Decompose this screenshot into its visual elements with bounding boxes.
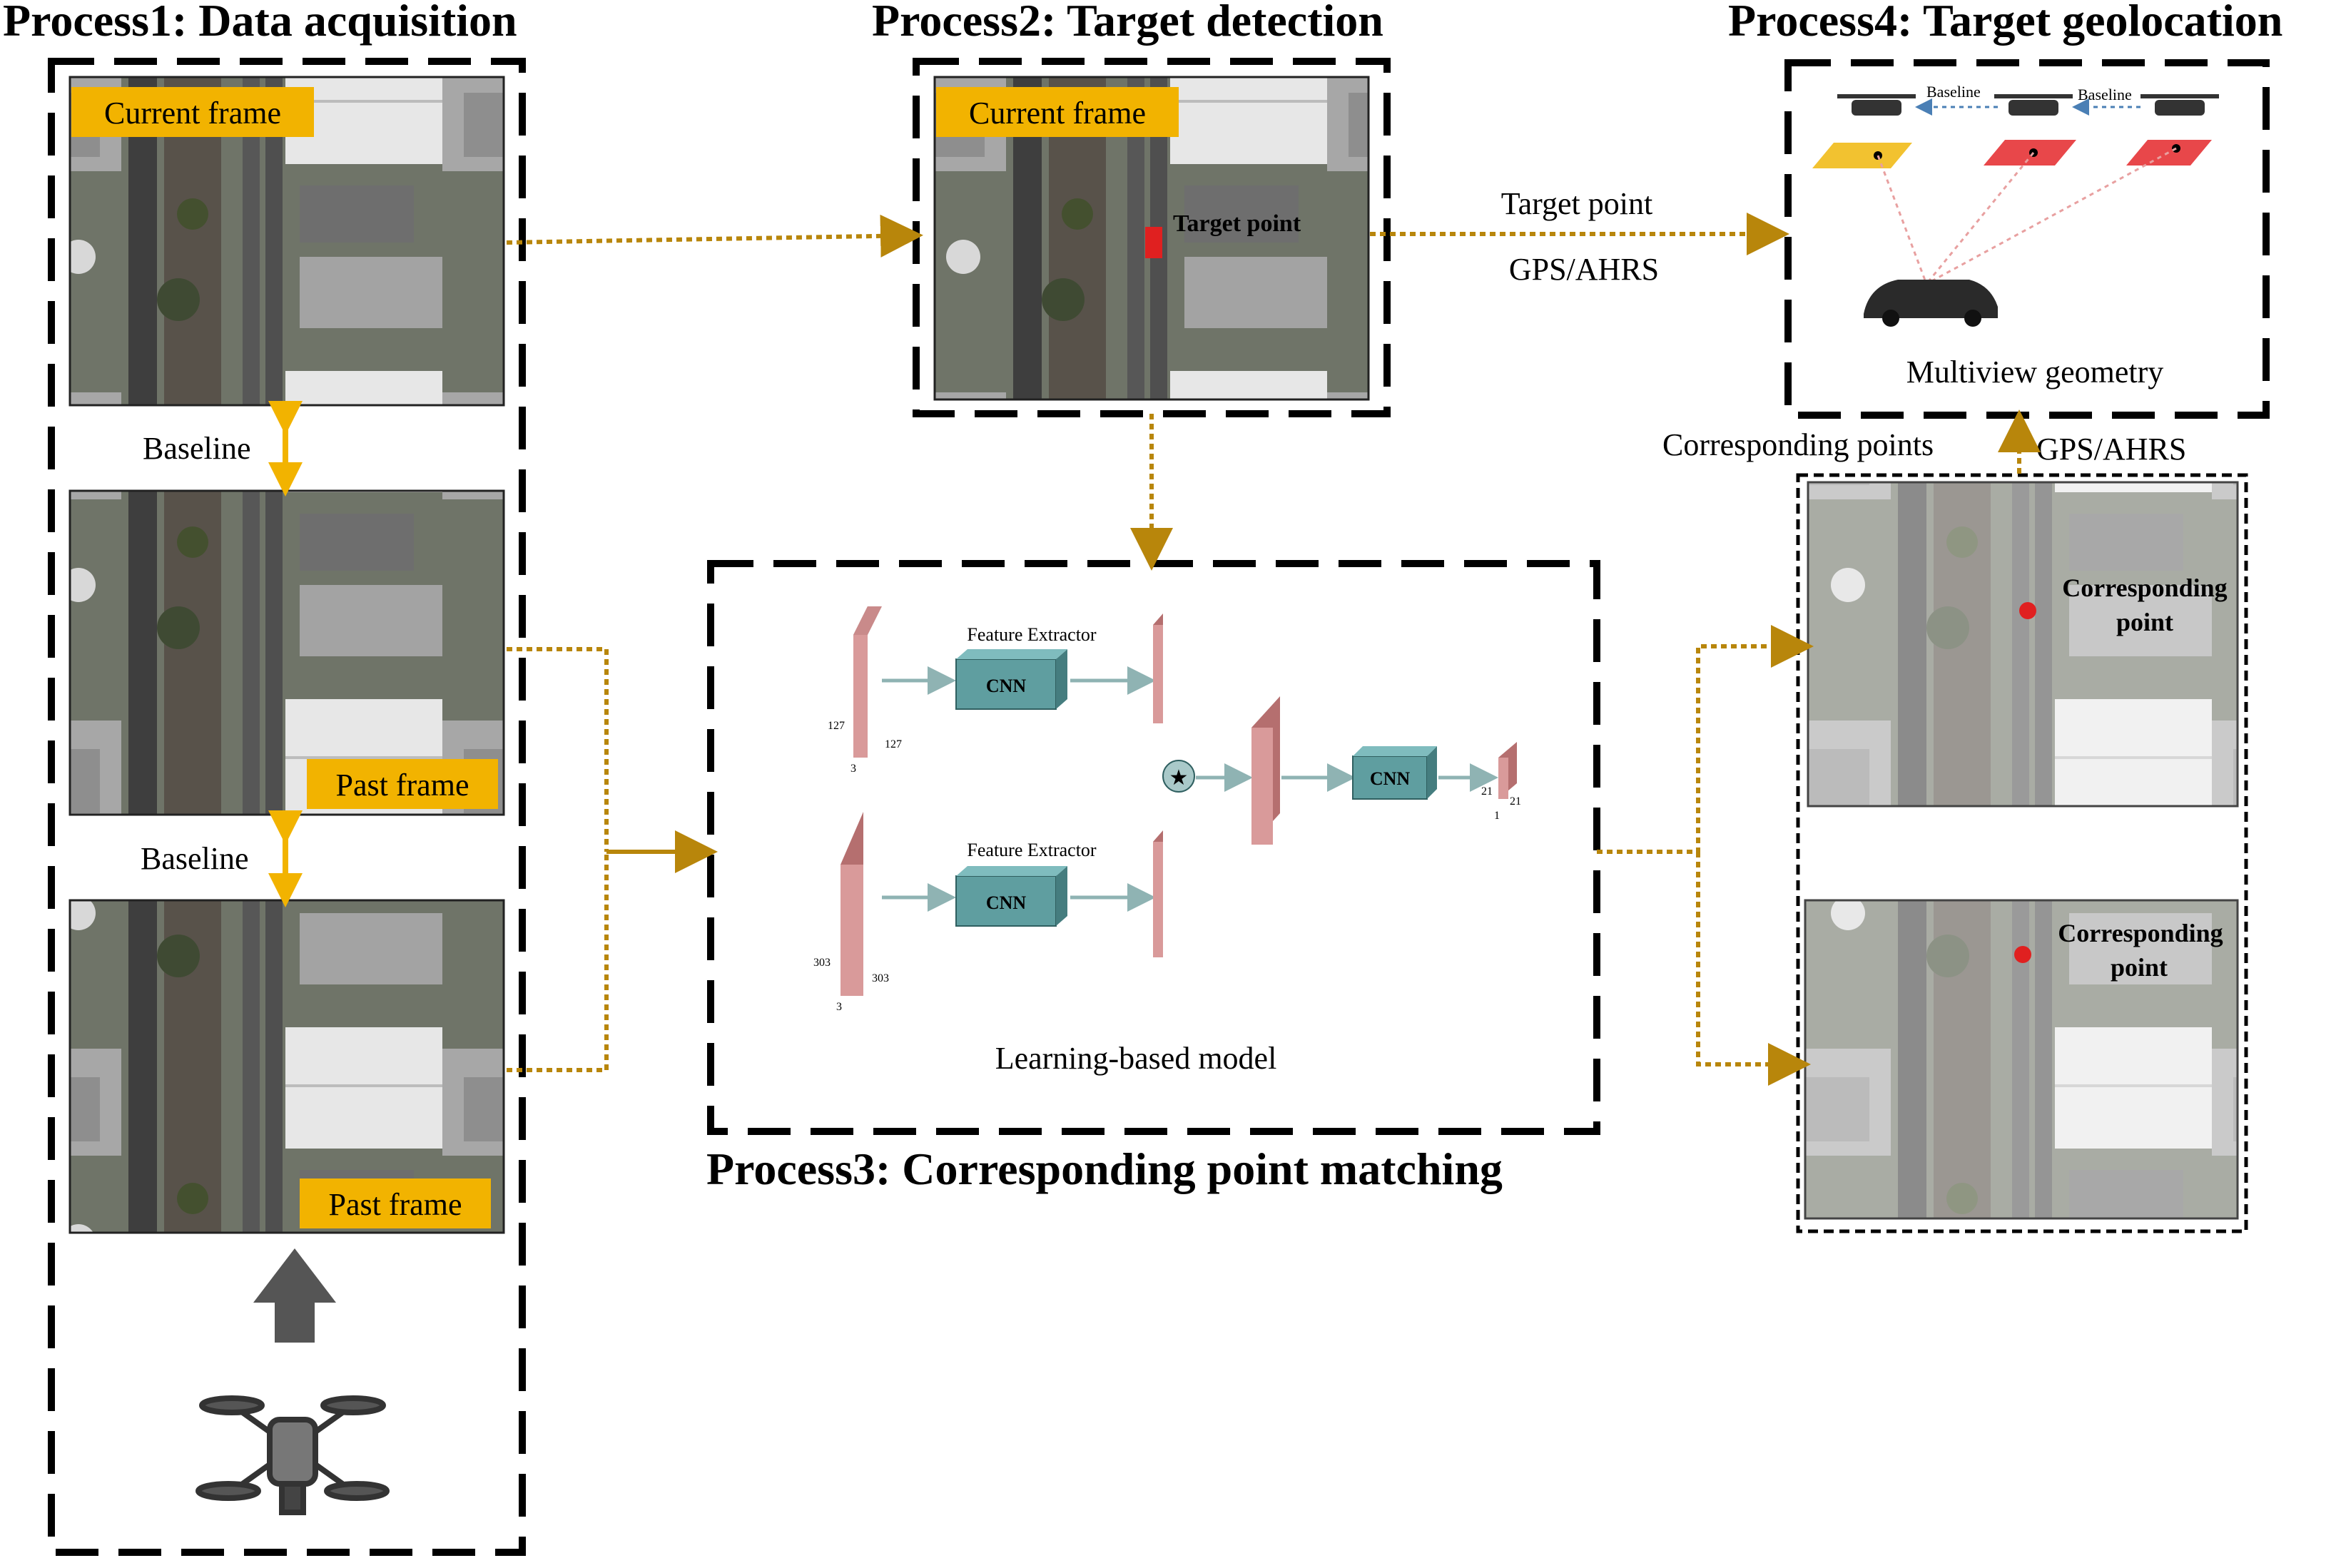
past-frame-1: Past frame	[68, 489, 505, 816]
aerial-image	[68, 899, 505, 1234]
arrow-past1-to-p3	[507, 647, 609, 852]
feature-slab	[1153, 625, 1163, 723]
image-plane	[1812, 143, 1912, 168]
drone-icon	[195, 1395, 390, 1515]
baseline-label: Baseline	[143, 431, 251, 466]
process3-title: Process3: Corresponding point matching	[706, 1144, 1503, 1194]
cnn-box	[1352, 755, 1428, 800]
feature-extractor-label: Feature Extractor	[967, 840, 1097, 860]
corresponding-point-label-2: point	[2116, 608, 2173, 636]
corresponding-point-label-2: point	[2111, 953, 2168, 982]
process1-panel	[48, 58, 526, 1556]
corresponding-frame-2: Corresponding point	[1804, 899, 2239, 1220]
dim-label: 1	[1494, 810, 1500, 822]
cnn-label: CNN	[986, 676, 1027, 696]
corresponding-point-label: Corresponding	[2058, 919, 2223, 947]
corresponding-points-label: Corresponding points	[1662, 427, 1934, 462]
dim-label: 127	[828, 720, 845, 732]
feature-slab	[1251, 728, 1273, 845]
multiview-geometry-label: Multiview geometry	[1906, 355, 2164, 390]
baseline-label: Baseline	[141, 841, 249, 876]
current-frame-detection: Current frame Target point	[933, 76, 1370, 401]
score-map	[1498, 758, 1508, 799]
frame-label: Current frame	[104, 96, 281, 131]
target-box	[1145, 227, 1162, 258]
frame-label-bg	[936, 87, 1179, 137]
frame-label: Past frame	[336, 768, 469, 803]
frame-label-bg	[71, 87, 314, 137]
corresponding-point-label: Corresponding	[2062, 574, 2227, 602]
gps-ahrs-label-lower: GPS/AHRS	[2036, 432, 2186, 467]
gps-ahrs-label-upper: GPS/AHRS	[1509, 252, 1659, 287]
drone-icon	[1837, 94, 2219, 116]
baseline-small-label: Baseline	[1926, 83, 1981, 101]
corresponding-point-marker	[2019, 602, 2036, 619]
arrow-p1-to-p2	[506, 214, 923, 258]
corresponding-frame-1: Corresponding point	[1807, 481, 2239, 808]
process4-title: Process4: Target geolocation	[1728, 0, 2282, 46]
arrow-p3-to-frame2	[1696, 852, 1811, 1086]
process1-title: Process1: Data acquisition	[3, 0, 517, 46]
dim-label: 303	[872, 972, 889, 984]
dim-label: 3	[836, 1001, 842, 1013]
process2-title: Process2: Target detection	[872, 0, 1383, 46]
correlation-op	[1162, 760, 1195, 793]
feature-slab	[1153, 842, 1163, 957]
target-point-label: Target point	[1173, 210, 1301, 237]
flight-direction-arrow	[253, 1248, 336, 1343]
network-diagram: 127 127 3 Feature Extractor CNN 303 303 …	[813, 606, 1521, 1076]
current-frame-1: Current frame	[68, 76, 505, 407]
dim-label: 21	[1481, 785, 1493, 798]
cnn-label: CNN	[986, 892, 1027, 913]
correlation-symbol: ★	[1169, 766, 1189, 790]
baseline-small-label: Baseline	[2078, 86, 2132, 103]
car-icon	[1864, 280, 1998, 318]
frame-label-bg	[300, 1178, 491, 1228]
dim-label: 3	[850, 763, 856, 775]
dim-label: 127	[885, 738, 902, 750]
feature-slab	[841, 865, 863, 996]
aerial-image	[1807, 481, 2239, 808]
past-frame-2: Past frame	[68, 899, 505, 1234]
image-plane	[2126, 140, 2212, 166]
corresponding-point-marker	[2014, 946, 2031, 963]
corresponding-frames-panel	[1796, 473, 2248, 1233]
dim-label: 303	[813, 957, 831, 969]
connectors	[506, 213, 2041, 1086]
learning-model-label: Learning-based model	[995, 1041, 1277, 1076]
dim-label: 21	[1510, 795, 1521, 808]
multiview-illustration: Baseline Baseline Multiview geometry	[1812, 83, 2219, 390]
frame-label: Current frame	[969, 96, 1146, 131]
feature-extractor-label: Feature Extractor	[967, 624, 1097, 645]
arrow-p3-to-frame1	[1597, 625, 1814, 854]
cnn-box	[955, 875, 1057, 927]
target-point-arrow-label: Target point	[1501, 186, 1652, 221]
cnn-label: CNN	[1370, 768, 1411, 789]
frame-label-bg	[307, 759, 498, 809]
cnn-box	[955, 658, 1057, 710]
frame-label: Past frame	[329, 1187, 462, 1222]
